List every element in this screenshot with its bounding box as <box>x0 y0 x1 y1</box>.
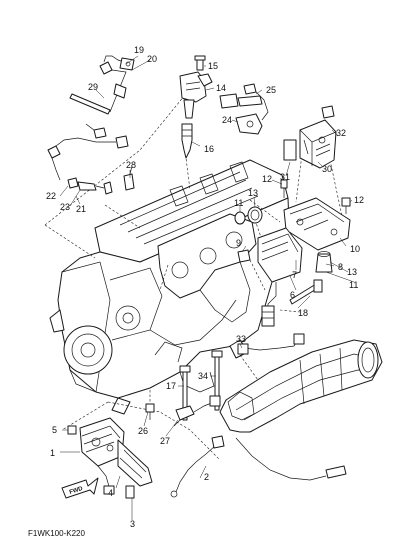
part-intake-tube <box>219 339 383 433</box>
callout-13-lower: 13 <box>347 267 357 277</box>
part-33-sensor-lead <box>237 333 305 355</box>
part-1-3-4-5-assembly <box>67 417 153 499</box>
part-30-31-32-control-unit <box>283 105 337 169</box>
callout-13-upper: 13 <box>248 188 258 198</box>
callout-8: 8 <box>338 262 343 272</box>
callout-20: 20 <box>147 54 157 64</box>
part-2-cable <box>170 435 347 498</box>
callout-26: 26 <box>138 426 148 436</box>
callout-17: 17 <box>166 381 176 391</box>
part-9-connector <box>237 249 251 263</box>
part-21-22-23-sensor-group <box>67 177 113 195</box>
callout-7: 7 <box>292 270 297 280</box>
callout-numbers: 1 2 3 4 5 6 7 8 9 10 11 11 12 12 13 13 1… <box>46 45 364 529</box>
callout-22: 22 <box>46 191 56 201</box>
callout-16: 16 <box>204 144 214 154</box>
part-24-25-sensor <box>219 83 269 135</box>
callout-2: 2 <box>204 472 209 482</box>
callout-1: 1 <box>50 448 55 458</box>
callout-6: 6 <box>290 290 295 300</box>
callout-10: 10 <box>350 244 360 254</box>
callout-18: 18 <box>298 308 308 318</box>
part-29-19-20-sensor <box>69 55 135 115</box>
callout-32: 32 <box>336 128 346 138</box>
callout-33: 33 <box>236 334 246 344</box>
callout-leaders <box>59 55 355 520</box>
callout-3: 3 <box>130 519 135 529</box>
callout-31: 31 <box>280 172 290 182</box>
callout-14: 14 <box>216 83 226 93</box>
callout-29: 29 <box>88 82 98 92</box>
callout-24: 24 <box>222 115 232 125</box>
callout-11-right: 11 <box>349 280 358 290</box>
callout-19: 19 <box>134 45 144 55</box>
callout-5: 5 <box>52 425 57 435</box>
callout-30: 30 <box>322 164 332 174</box>
callout-4: 4 <box>108 488 113 498</box>
part-26-27-sensor <box>145 395 221 427</box>
callout-12-right: 12 <box>354 195 364 205</box>
callout-11-left: 11 <box>234 198 243 208</box>
part-18-long-bolt <box>289 279 323 305</box>
callout-9: 9 <box>236 238 241 248</box>
part-28-sensor <box>123 165 135 191</box>
callout-25: 25 <box>266 85 276 95</box>
callout-15: 15 <box>208 61 218 71</box>
fwd-label: FWD <box>69 486 84 496</box>
callout-34: 34 <box>198 371 208 381</box>
part-6-7-8-bracket-rectifier <box>257 197 351 327</box>
callout-28: 28 <box>126 160 136 170</box>
part-14-15-16-ignition-coil <box>179 55 213 159</box>
callout-21: 21 <box>76 204 86 214</box>
diagram-code: F1WK100-K220 <box>28 529 85 538</box>
callout-12-left: 12 <box>262 174 272 184</box>
part-lead-harness-upper <box>47 123 129 181</box>
callout-23: 23 <box>60 202 70 212</box>
fwd-arrow: FWD <box>61 477 99 499</box>
callout-27: 27 <box>160 436 170 446</box>
engine-block <box>49 159 291 415</box>
